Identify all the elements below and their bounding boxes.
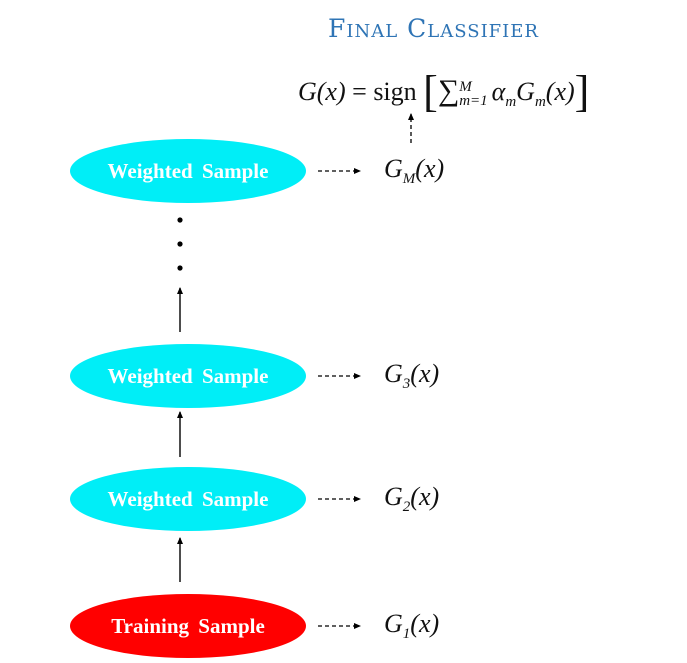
classifier-g1-arg: (x) <box>410 609 440 638</box>
classifier-g3-arg: (x) <box>410 359 440 388</box>
formula-sum-lower: m=1 <box>459 93 488 110</box>
ellipsis-dot-1 <box>177 217 183 223</box>
right-bracket-glyph: ] <box>574 67 590 116</box>
weighted-sample-node-2: Weighted Sample <box>70 467 306 531</box>
classifier-g1-letter: G <box>384 609 403 638</box>
weighted-sample-node-m: Weighted Sample <box>70 139 306 203</box>
formula-sum-upper: M <box>459 79 472 96</box>
classifier-label-g2: G2(x) <box>384 482 439 516</box>
classifier-g2-letter: G <box>384 482 403 511</box>
ellipsis-dot-2 <box>177 241 183 247</box>
classifier-label-g3: G3(x) <box>384 359 439 393</box>
classifier-label-gm: GM(x) <box>384 154 444 188</box>
formula-lhs: G(x) <box>298 77 346 106</box>
classifier-g3-sub: 3 <box>402 376 411 393</box>
classifier-g1-sub: 1 <box>402 626 411 643</box>
weighted-sample-node-3: Weighted Sample <box>70 344 306 408</box>
formula-function: sign <box>373 77 417 106</box>
classifier-g2-sub: 2 <box>402 499 411 516</box>
classifier-gm-arg: (x) <box>415 154 445 183</box>
ellipsis-dot-3 <box>177 265 183 271</box>
classifier-gm-letter: G <box>384 154 403 183</box>
training-sample-node: Training Sample <box>70 594 306 658</box>
diagram-title: Final Classifier <box>328 14 539 43</box>
left-bracket-glyph: [ <box>423 67 438 116</box>
classifier-gm-sub: M <box>402 171 416 188</box>
formula-equals: = <box>352 77 367 106</box>
classifier-g3-letter: G <box>384 359 403 388</box>
formula-sum-symbol: ∑ <box>437 74 460 107</box>
classifier-g2-arg: (x) <box>410 482 440 511</box>
formula-term: αmGm(x) <box>491 77 575 111</box>
classifier-label-g1: G1(x) <box>384 609 439 643</box>
